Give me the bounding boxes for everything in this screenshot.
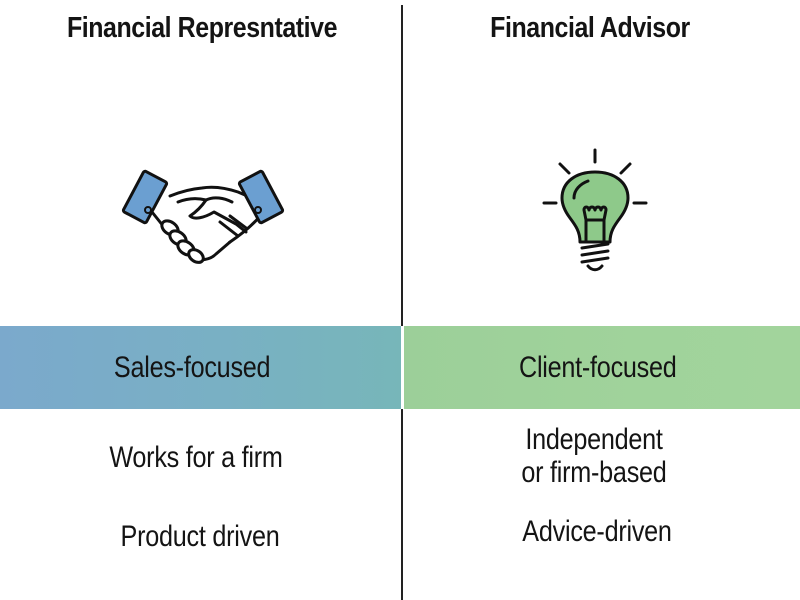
row-text-line-2: or firm-based [521,456,667,489]
row-text: Works for a firm [109,441,283,474]
row-text-line-1: Independent [525,423,663,456]
financial-representative-title: Financial Represntative [66,12,338,44]
sales-focused-label: Sales-focused [114,350,271,384]
right-row-advice-driven: Advice-driven [471,515,723,548]
financial-advisor-title: Financial Advisor [490,12,690,44]
left-row-product-driven: Product driven [74,520,326,553]
lightbulb-icon [542,148,648,272]
handshake-icon [121,169,285,264]
left-row-works-for-firm: Works for a firm [70,441,322,474]
client-focused-label: Client-focused [518,350,677,384]
column-divider-top [401,5,403,326]
right-row-independent-or-firm-based: Independent or firm-based [468,423,720,489]
sales-focused-band: Sales-focused [0,326,401,409]
column-divider-bottom [401,409,403,600]
client-focused-band: Client-focused [404,326,800,409]
row-text: Product driven [120,520,280,553]
row-text: Advice-driven [522,515,672,548]
